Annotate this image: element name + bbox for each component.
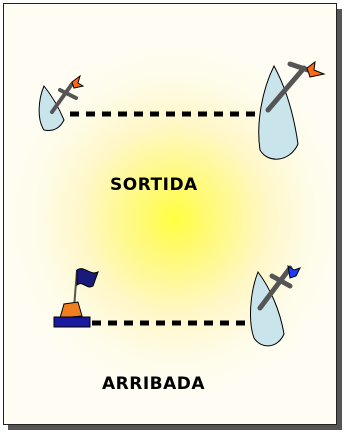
start-left-boat [38,74,85,131]
start-right-pole [265,65,307,113]
start-right-crossbar [287,61,311,73]
start-left-sail [38,85,65,131]
start-left-flag [71,74,85,89]
start-left-crossbar [58,88,78,100]
finish-right-pole [257,265,293,311]
start-right-sail [258,64,299,160]
finish-buoy [53,268,99,328]
finish-buoy-base [53,316,91,328]
finish-right-sail [250,270,285,347]
start-right-boat [258,60,326,160]
finish-buoy-flag [76,268,99,288]
diagram-scene [38,60,326,347]
finish-right-crossbar [269,273,293,289]
finish-buoy-body [59,301,83,319]
arrival-label: ARRIBADA [102,374,206,394]
finish-right-boat [250,264,301,347]
departure-label: SORTIDA [110,175,198,195]
finish-right-flag [287,264,301,279]
diagram-card: SORTIDA ARRIBADA [3,3,337,425]
start-right-flag [306,60,326,78]
start-left-pole [50,82,74,114]
